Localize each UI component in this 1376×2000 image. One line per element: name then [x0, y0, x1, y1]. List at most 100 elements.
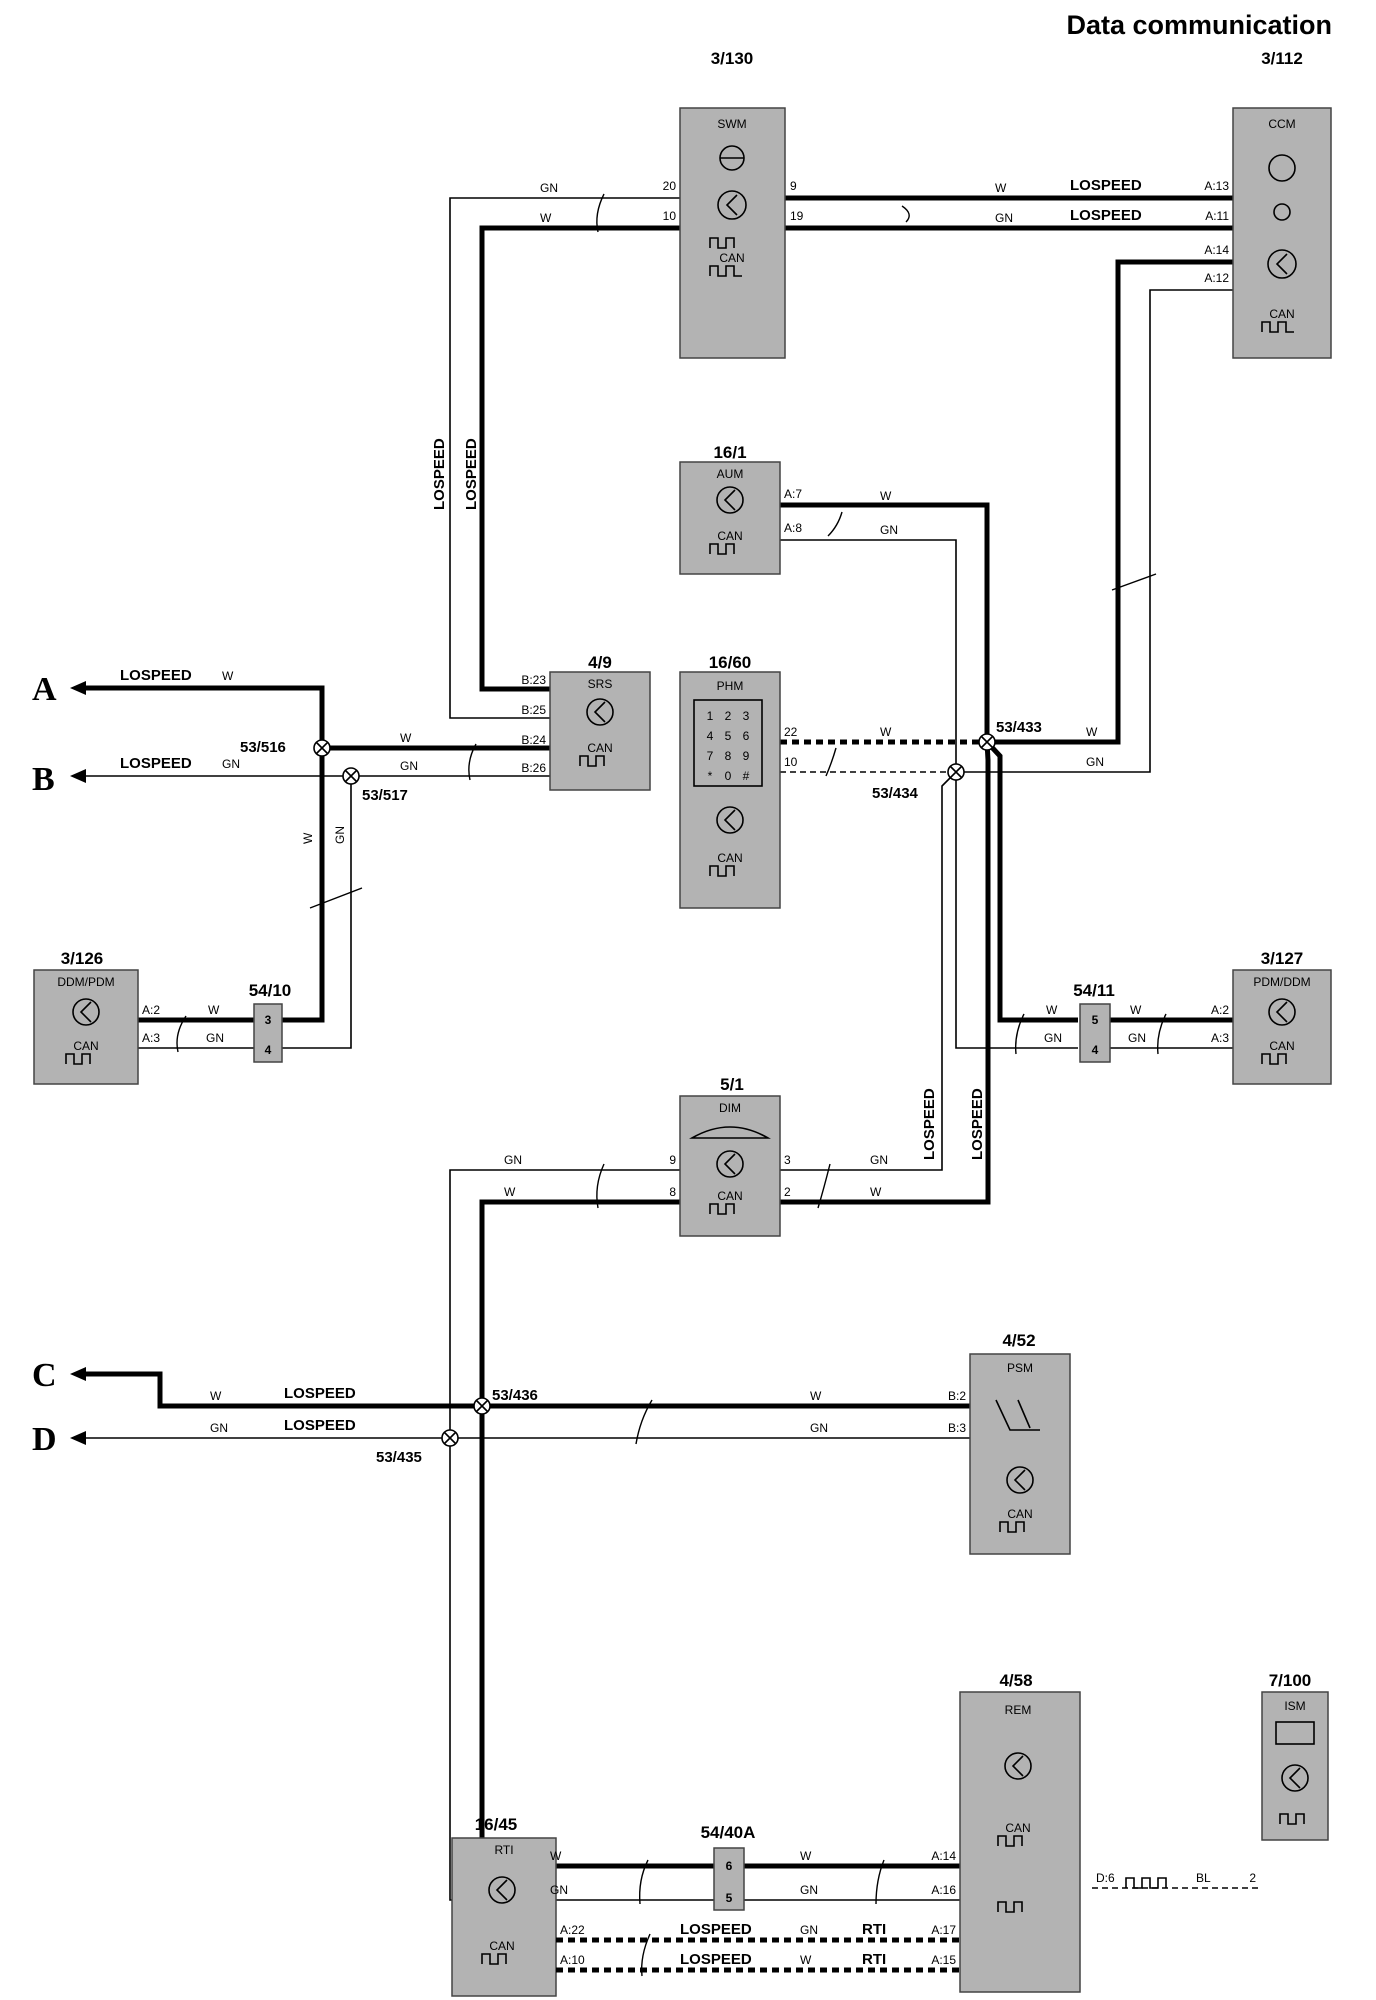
connector-54-40a-pin-6: 6: [726, 1859, 733, 1873]
pin-label: 8: [669, 1185, 676, 1199]
key-icon: [1275, 1721, 1315, 1745]
wire-color-label: W: [210, 1389, 222, 1403]
splice-label: 53/433: [996, 719, 1042, 736]
can-pulse-icon: [709, 1203, 735, 1215]
twist-dim-right: [817, 1163, 831, 1209]
keypad-key: 9: [743, 749, 750, 763]
module-psm-id: 4/52: [1002, 1331, 1035, 1350]
wire-color-label: GN: [1128, 1031, 1146, 1045]
wire-433-5411: [985, 740, 1078, 1023]
keypad-key: 5: [725, 729, 732, 743]
connector-54-11-box: [1079, 1003, 1111, 1063]
control-module-icon-arrow: [1275, 1001, 1288, 1023]
control-module-icon: [716, 806, 744, 834]
pin-label: A:14: [931, 1849, 956, 1863]
can-pulse-icon: [579, 755, 605, 767]
module-psm[interactable]: 4/52 PSM CAN: [969, 1331, 1071, 1555]
module-rti-name: RTI: [494, 1843, 513, 1857]
module-phm-box: [679, 671, 781, 909]
module-pdm[interactable]: 3/127 PDM/DDM CAN: [1232, 949, 1332, 1085]
control-module-icon: [586, 698, 614, 726]
control-module-icon-arrow: [723, 489, 736, 511]
module-swm[interactable]: 3/130 SWM CAN: [679, 49, 786, 359]
module-aum[interactable]: 16/1 AUM CAN: [679, 443, 781, 575]
wire-433-dim: [780, 741, 991, 1205]
module-rti[interactable]: 16/45 RTI CAN: [451, 1815, 557, 1997]
wire-swm-srs-gn: [449, 197, 680, 719]
can-pulse-icon: [709, 865, 735, 877]
keypad-key: 8: [725, 749, 732, 763]
module-rem[interactable]: 4/58 REM CAN: [959, 1671, 1081, 1993]
pin-label: 2: [784, 1185, 791, 1199]
splice-label: 53/517: [362, 787, 408, 804]
arrow-a-icon: [70, 681, 86, 695]
keypad-key: 6: [743, 729, 750, 743]
wire-color-label: GN: [540, 181, 558, 195]
can-pulse-icon: [709, 237, 735, 249]
bus-label-swm-ccm-1: LOSPEED: [1070, 177, 1142, 194]
pin-label: B:25: [521, 703, 546, 717]
keypad-icon: 1 2 3 4 5 6 7 8 9 * 0 #: [693, 699, 763, 787]
bus-label-vertical-3: LOSPEED: [921, 1088, 938, 1160]
pin-label: A:2: [1211, 1003, 1229, 1017]
module-pdm-name: PDM/DDM: [1253, 975, 1310, 989]
twist-swm-ccm: [901, 205, 910, 223]
bus-label-c: LOSPEED: [284, 1385, 356, 1402]
module-ddm-id: 3/126: [61, 949, 104, 968]
module-srs-box: [549, 671, 651, 791]
seat-icon: [995, 1399, 1040, 1431]
wire-dim-8: [479, 1199, 720, 1869]
pin-label: A:13: [1204, 179, 1229, 193]
wire-color-label: W: [995, 181, 1007, 195]
can-pulse-icon: [481, 1953, 507, 1965]
wire-color-label: W: [301, 832, 315, 844]
connector-54-40a[interactable]: 54/40A 6 5: [701, 1823, 756, 1911]
twist-dim-left: [596, 1163, 605, 1209]
labels: A B C D LOSPEED LOSPEED LOSPEED LOSPEED …: [32, 177, 1256, 1897]
module-dim-box: [679, 1095, 781, 1237]
module-phm[interactable]: 16/60 PHM 1 2 3 4 5 6 7 8 9 * 0 # CAN: [679, 653, 781, 909]
connector-54-11-pin-5: 5: [1092, 1013, 1099, 1027]
connector-54-10[interactable]: 54/10 3 4: [249, 981, 292, 1063]
module-ism-id: 7/100: [1269, 1671, 1312, 1690]
control-module-icon-arrow: [495, 1879, 508, 1901]
wire-swm-srs-w: [479, 225, 680, 692]
wire-color-label: W: [1046, 1003, 1058, 1017]
module-rti-id: 16/45: [475, 1815, 518, 1834]
wire-color-label: GN: [400, 759, 418, 773]
twist-aum: [827, 511, 843, 537]
can-pulse-icon-2: [709, 265, 742, 277]
wire-color-label: GN: [550, 1883, 568, 1897]
module-ccm-name: CCM: [1268, 117, 1295, 131]
control-module-icon-arrow: [723, 809, 736, 831]
control-module-icon-arrow: [725, 194, 738, 216]
module-ism[interactable]: 7/100 ISM: [1261, 1671, 1329, 1841]
wire-color-label: W: [540, 211, 552, 225]
arrow-d-icon: [70, 1431, 86, 1445]
module-ddm[interactable]: 3/126 DDM/PDM CAN: [33, 949, 139, 1085]
connector-54-10-pin-4: 4: [265, 1043, 272, 1057]
module-swm-name: SWM: [717, 117, 746, 131]
module-srs[interactable]: 4/9 SRS CAN: [549, 653, 651, 791]
twist-ab-down: [309, 887, 363, 909]
control-module-icon: [1281, 1764, 1309, 1792]
wire-color-label: GN: [1044, 1031, 1062, 1045]
keypad-key: 1: [707, 709, 714, 723]
module-rti-can: CAN: [489, 1939, 514, 1953]
module-dim[interactable]: 5/1 DIM CAN: [679, 1075, 781, 1237]
module-ccm[interactable]: 3/112 CCM CAN: [1232, 49, 1332, 359]
can-pulse-icon: [1261, 1053, 1287, 1065]
splice-label: 53/435: [376, 1449, 422, 1466]
module-rem-name: REM: [1005, 1703, 1032, 1717]
connector-54-11[interactable]: 54/11 5 4: [1073, 981, 1115, 1063]
module-swm-can: CAN: [719, 251, 744, 265]
control-module-icon-arrow: [1011, 1755, 1024, 1777]
endpoint-d-label: D: [32, 1421, 57, 1458]
pin-label: B:2: [948, 1389, 966, 1403]
wire-a-w: [82, 685, 325, 1023]
can-pulse-icon: [997, 1835, 1023, 1847]
pulse-icon: [997, 1901, 1023, 1913]
pin-label: A:11: [1205, 209, 1229, 223]
